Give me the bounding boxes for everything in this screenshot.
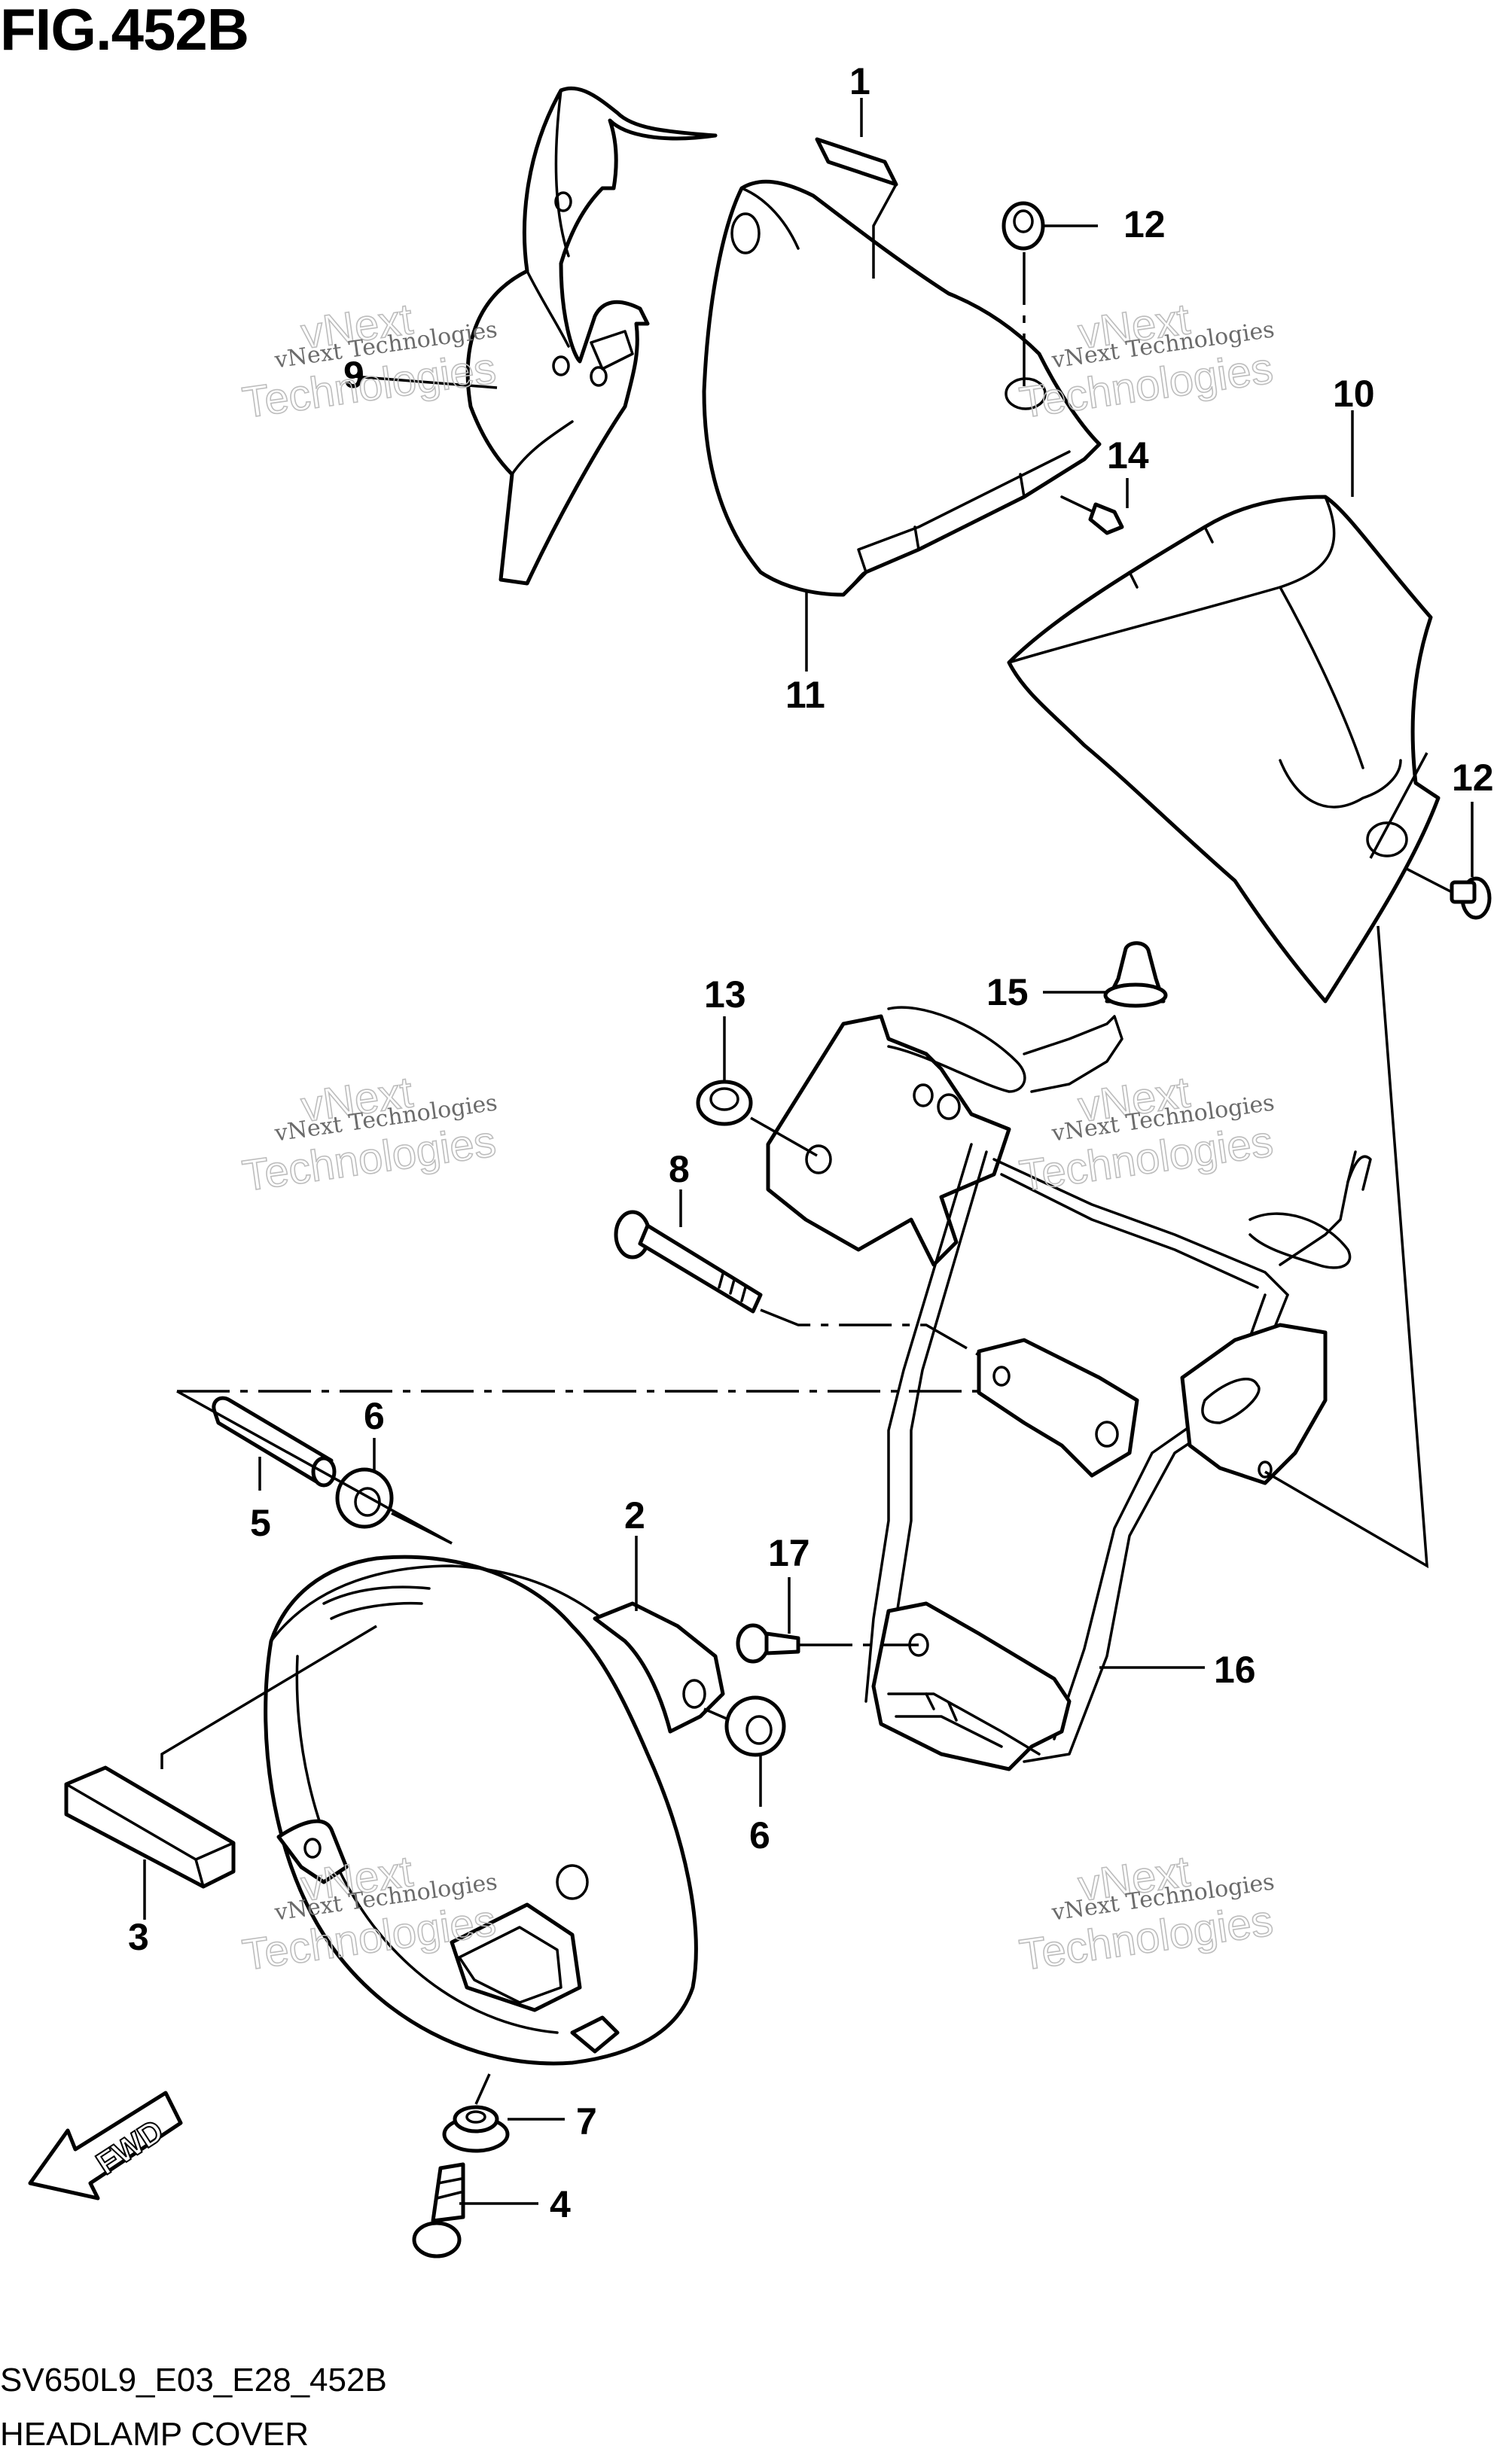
leader-lines bbox=[143, 98, 1474, 2205]
watermark: vNext Technologies vNext Technologies bbox=[1016, 1846, 1276, 1980]
figure-title: FIG.452B bbox=[0, 0, 249, 62]
callout-1: 2 bbox=[624, 1494, 645, 1537]
part-1-headlamp-housing bbox=[264, 1555, 725, 2066]
watermark: vNext Technologies vNext Technologies bbox=[239, 294, 499, 428]
part-9-side-cover bbox=[465, 86, 718, 586]
callout-12-top: 12 bbox=[1123, 203, 1166, 245]
part-3-pad bbox=[815, 137, 898, 187]
callout-labels: 1 12 9 10 14 11 12 15 13 8 6 5 2 17 16 6… bbox=[128, 60, 1494, 2225]
callout-3: 1 bbox=[849, 60, 870, 102]
fwd-arrow-icon: FWD bbox=[28, 2091, 183, 2201]
callout-10: 10 bbox=[1333, 373, 1375, 415]
part-12-nut-top bbox=[1002, 201, 1045, 251]
part-6-grommet-upper bbox=[335, 1467, 394, 1529]
part-2-pad bbox=[64, 1765, 236, 1889]
callout-9: 9 bbox=[343, 354, 364, 396]
watermark: vNext Technologies vNext Technologies bbox=[1016, 1067, 1276, 1201]
callout-6-upper: 6 bbox=[364, 1395, 385, 1437]
part-13-grommet bbox=[696, 1080, 753, 1126]
callout-13: 13 bbox=[704, 973, 746, 1016]
part-6-grommet-lower bbox=[724, 1695, 786, 1757]
diagram-name: HEADLAMP COVER bbox=[0, 2416, 309, 2453]
part-5-pin bbox=[212, 1396, 337, 1488]
part-10-headlamp-side-cover bbox=[1007, 495, 1441, 1004]
watermark: vNext Technologies vNext Technologies bbox=[239, 1067, 499, 1201]
part-15-clip bbox=[1103, 941, 1168, 1008]
callout-5: 5 bbox=[250, 1502, 271, 1544]
part-8-long-bolt bbox=[614, 1210, 763, 1314]
callout-14: 14 bbox=[1107, 434, 1149, 477]
callout-6-lower: 6 bbox=[749, 1814, 770, 1856]
callout-8: 8 bbox=[669, 1148, 690, 1190]
part-11-headlamp-upper-cover bbox=[702, 179, 1102, 597]
part-4-bolt bbox=[412, 2162, 465, 2258]
part-12-bolt-right bbox=[1450, 876, 1492, 920]
callout-4: 4 bbox=[550, 2183, 571, 2225]
watermark: vNext Technologies vNext Technologies bbox=[1016, 294, 1276, 428]
diagram-code: SV650L9_E03_E28_452B bbox=[0, 2362, 387, 2399]
part-17-bolt bbox=[736, 1623, 800, 1664]
callout-17: 17 bbox=[768, 1532, 810, 1574]
callout-2: 3 bbox=[128, 1916, 149, 1958]
callout-16: 16 bbox=[1214, 1649, 1256, 1691]
part-7-grommet bbox=[442, 2105, 510, 2153]
callout-7: 7 bbox=[576, 2100, 597, 2143]
part-14-screw bbox=[1060, 495, 1124, 535]
callout-15: 15 bbox=[986, 971, 1029, 1013]
callout-12-right: 12 bbox=[1452, 757, 1494, 799]
callout-11: 11 bbox=[785, 674, 825, 716]
part-16-headlamp-bracket bbox=[766, 1006, 1372, 1771]
